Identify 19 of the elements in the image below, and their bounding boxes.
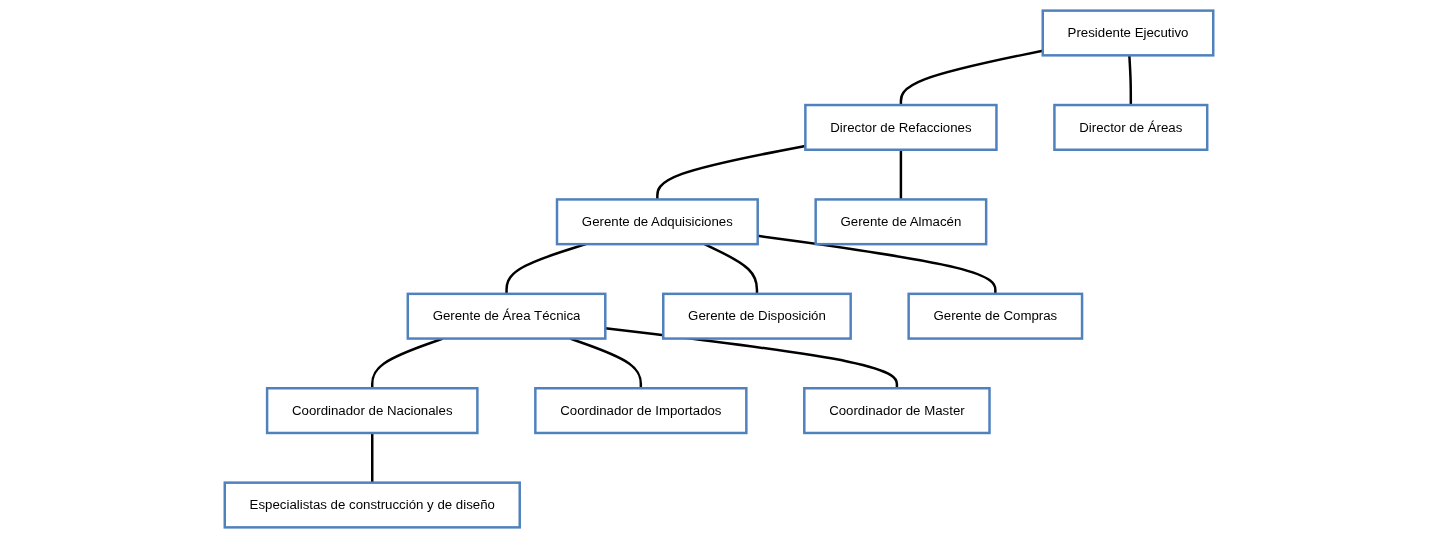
node-box: Gerente de Área Técnica xyxy=(406,292,607,340)
connector xyxy=(1128,54,1133,105)
node-box: Director de Áreas xyxy=(1053,103,1209,151)
connector xyxy=(899,49,1043,105)
node-box: Presidente Ejecutivo xyxy=(1041,8,1215,57)
node-box: Coordinador de Importados xyxy=(534,386,748,434)
node-box: Coordinador de Master xyxy=(803,386,991,434)
node-box: Especialistas de construcción y de diseño xyxy=(223,480,521,529)
node-box: Gerente de Adquisiciones xyxy=(555,197,759,245)
node-box: Director de Refacciones xyxy=(804,103,998,151)
connector xyxy=(899,149,903,199)
connector xyxy=(757,234,997,294)
connector xyxy=(605,326,899,388)
connector xyxy=(371,432,374,483)
node-box: Coordinador de Nacionales xyxy=(265,386,479,434)
node-box: Gerente de Disposición xyxy=(662,292,852,340)
node-box: Gerente de Almacén xyxy=(814,197,988,245)
node-box: Gerente de Compras xyxy=(907,292,1084,340)
connector xyxy=(656,144,806,199)
